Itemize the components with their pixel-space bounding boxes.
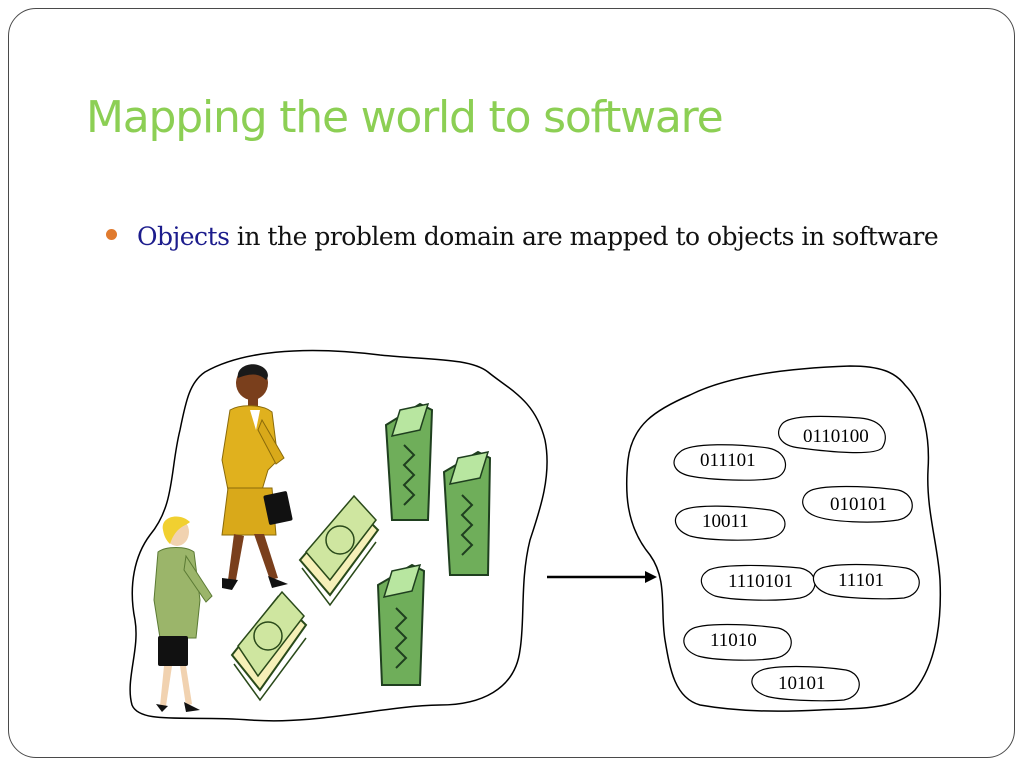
- binary-label: 1110101: [728, 571, 793, 592]
- binary-object-5: 1110101: [700, 564, 816, 601]
- money-stack-icon: [384, 402, 434, 521]
- binary-label: 10101: [778, 673, 826, 694]
- businesswoman-icon: [221, 364, 293, 590]
- software-blob: [625, 365, 942, 712]
- binary-object-2: 011101: [673, 444, 786, 481]
- mapping-arrow-icon: [547, 571, 657, 583]
- bullet-icon: [106, 229, 117, 240]
- binary-label: 0110100: [803, 426, 869, 447]
- cash-bundle-icon: [230, 590, 308, 702]
- binary-object-1: 0110100: [778, 415, 886, 454]
- money-stack-icon: [376, 563, 426, 686]
- cash-bundle-icon: [298, 494, 380, 607]
- money-stack-icon: [442, 450, 492, 576]
- binary-object-7: 11010: [683, 623, 792, 661]
- binary-object-8: 10101: [751, 665, 860, 702]
- businesswoman-blonde-icon: [153, 516, 213, 712]
- real-world-blob: [129, 349, 548, 722]
- bullet-item: Objects in the problem domain are mapped…: [106, 222, 939, 251]
- bullet-keyword: Objects: [137, 222, 230, 251]
- binary-object-3: 010101: [802, 485, 913, 523]
- binary-object-4: 10011: [674, 505, 786, 541]
- binary-label: 11101: [838, 570, 884, 591]
- slide-title: Mapping the world to software: [86, 92, 724, 143]
- bullet-text: in the problem domain are mapped to obje…: [229, 222, 939, 251]
- binary-object-6: 11101: [812, 563, 920, 600]
- binary-label: 010101: [830, 494, 887, 515]
- binary-label: 10011: [702, 511, 749, 532]
- binary-label: 11010: [710, 630, 757, 651]
- binary-label: 011101: [700, 450, 756, 471]
